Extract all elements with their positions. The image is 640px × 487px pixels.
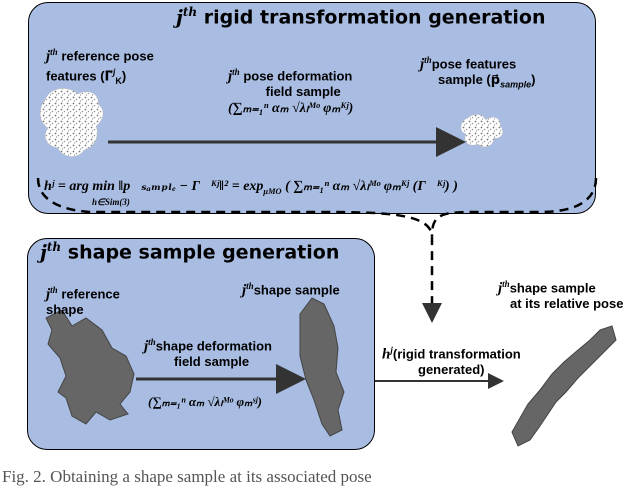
- pose-sum-formula: (∑ₘ₌₁ⁿ αₘ √λₗᴹᵒ φₘᴷʲ): [228, 101, 354, 116]
- shape-at-relative-pose: [511, 325, 617, 447]
- pose-deformation-field-label: jth pose deformation field sample: [228, 67, 353, 100]
- reference-shape-label: jth reference shape: [46, 285, 120, 318]
- shape-deformation-field-label: jthshape deformation field sample: [144, 337, 272, 370]
- equation-argmin-subscript: h∈Sim(3): [92, 197, 130, 207]
- reference-pose-point-cloud: [40, 88, 104, 157]
- rigid-transformation-title: jth rigid transformation generation: [176, 5, 546, 29]
- shape-sample-generation-title: jth shape sample generation: [40, 240, 340, 264]
- rigid-transformation-panel: [28, 2, 596, 214]
- rigid-transformation-label: hj(rigid transformation generated): [382, 345, 521, 378]
- shape-sample: [299, 297, 345, 437]
- pose-features-sample-label: jthpose features sample (p⃗sample): [420, 55, 536, 90]
- dashed-connector: [36, 177, 442, 323]
- shape-sample-label: jthshape sample: [242, 281, 340, 299]
- shape-sum-formula: (∑ₘ₌₁ⁿ αₘ √λₗᴹᵒ φₘˢʲ): [148, 394, 263, 409]
- pose-sample-point-cloud: [460, 114, 504, 148]
- rigid-transform-equation: hʲ = arg min ‖p⃗ₛₐₘₚₗₑ − Γ⃗ᴷʲ‖² = expμMO…: [44, 179, 458, 196]
- figure-caption: Fig. 2. Obtaining a shape sample at its …: [2, 467, 372, 486]
- reference-pose-features-label: jth reference pose features (Γ⃗jK): [46, 47, 154, 87]
- reference-shape: [45, 309, 135, 425]
- shape-at-relative-pose-label: jthshape sample at its relative pose: [498, 279, 624, 312]
